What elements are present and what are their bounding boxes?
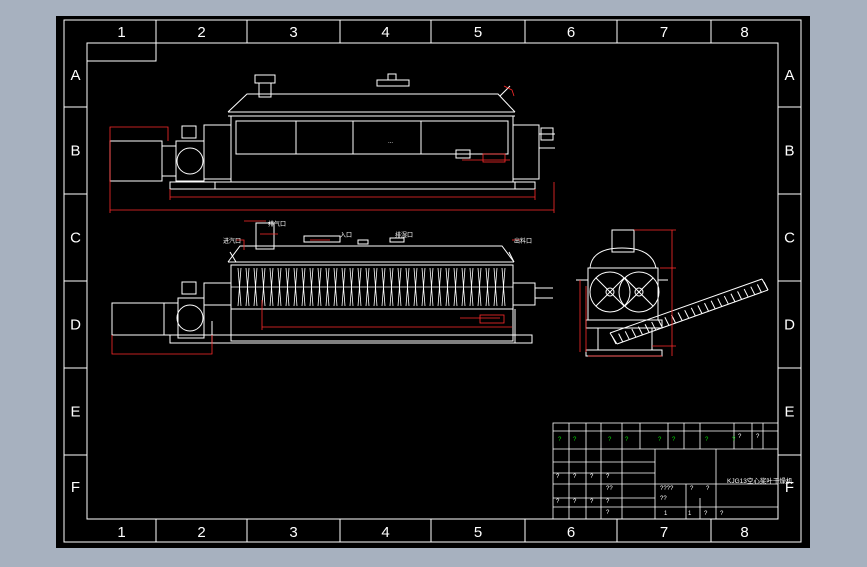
grid-columns-bottom: 1 2 3 4 5 6 7 8 [117, 519, 749, 542]
label-vent: 排湿口 [395, 231, 413, 239]
grid-row-label: C [70, 230, 81, 247]
title-block-cell: ? [732, 437, 736, 443]
grid-column-label: 2 [197, 24, 205, 41]
grid-row-label: F [71, 479, 80, 496]
title-block-code-cells: ???????? [660, 486, 710, 502]
title-block-cell: ? [558, 437, 562, 443]
front-view-note: ... [388, 139, 393, 145]
title-block-cell: ? [590, 474, 594, 480]
title-block-cell: ? [556, 499, 560, 505]
screw-conveyor [609, 278, 769, 345]
title-block-cell: ? [625, 437, 629, 443]
title-block-cell: ? [590, 499, 594, 505]
grid-column-label: 5 [474, 524, 482, 541]
title-block-cell: ?? [606, 486, 613, 492]
grid-column-label: 4 [381, 24, 389, 41]
grid-row-label: A [784, 67, 794, 84]
label-steam: 进汽口 [223, 237, 241, 245]
drawing-title: KJG13空心桨叶干燥机 [727, 476, 793, 485]
grid-column-label: 8 [740, 24, 748, 41]
side-view-dimensions [579, 229, 676, 357]
grid-column-label: 5 [474, 24, 482, 41]
title-block-green-cells: ???????? [558, 437, 736, 443]
grid-row-label: E [784, 404, 794, 421]
grid-column-label: 6 [567, 24, 575, 41]
front-view-dimensions [109, 85, 555, 213]
label-inlet: 入口 [340, 232, 352, 239]
grid-row-label: D [784, 317, 795, 334]
grid-column-label: 3 [289, 24, 297, 41]
title-block-cell: ?? [660, 496, 667, 502]
grid-column-label: 7 [660, 524, 668, 541]
title-block-cell: ? [720, 511, 724, 517]
title-block-white-cells: ????????????? [556, 434, 760, 516]
label-outlet: 出料口 [514, 237, 532, 245]
grid-row-label: C [784, 230, 795, 247]
title-block-cell: ? [573, 474, 577, 480]
grid-column-label: 6 [567, 524, 575, 541]
label-exhaust: 排气口 [268, 220, 286, 228]
title-block-cell: ? [556, 474, 560, 480]
grid-row-label: E [70, 404, 80, 421]
title-block-cell: ? [573, 437, 577, 443]
grid-row-label: B [784, 143, 794, 160]
title-block-cell: ? [672, 437, 676, 443]
title-block-cell: ? [606, 474, 610, 480]
grid-column-label: 4 [381, 524, 389, 541]
grid-row-label: A [70, 67, 80, 84]
grid-rows-left: A B C D E F [64, 67, 87, 496]
grid-column-label: 3 [289, 524, 297, 541]
grid-columns-top: 1 2 3 4 5 6 7 8 [117, 20, 749, 43]
grid-column-label: 8 [740, 524, 748, 541]
grid-column-label: 1 [117, 24, 125, 41]
title-block-cell: ? [756, 434, 760, 440]
title-block [552, 422, 779, 520]
paddle-shaft [231, 267, 513, 307]
title-block-cell: ? [658, 437, 662, 443]
grid-column-label: 2 [197, 524, 205, 541]
grid-row-label: B [70, 143, 80, 160]
title-block-cell: ? [573, 499, 577, 505]
grid-row-label: F [785, 479, 794, 496]
grid-row-label: D [70, 317, 81, 334]
title-block-cell: ? [606, 499, 610, 505]
title-block-cell: ? [738, 434, 742, 440]
title-block-bottom-cells: 1 1?? [664, 511, 724, 517]
title-block-cell: 1 [664, 511, 668, 517]
title-block-cell: 1 [688, 511, 692, 517]
title-block-cell: ? [606, 510, 610, 516]
drawing-sheet [56, 16, 810, 548]
section-view-dimensions [111, 220, 520, 355]
front-view [109, 73, 555, 190]
title-block-cell: ? [608, 437, 612, 443]
grid-column-label: 1 [117, 524, 125, 541]
corner-box [87, 43, 157, 62]
side-view [576, 229, 668, 357]
title-block-cell: ? [706, 486, 710, 492]
title-block-cell: ? [690, 486, 694, 492]
title-block-cell: ? [705, 437, 709, 443]
title-block-cell: ? [704, 511, 708, 517]
title-block-cell: ???? [660, 486, 674, 492]
grid-rows-right: A B C D E F [778, 67, 801, 496]
grid-column-label: 7 [660, 24, 668, 41]
